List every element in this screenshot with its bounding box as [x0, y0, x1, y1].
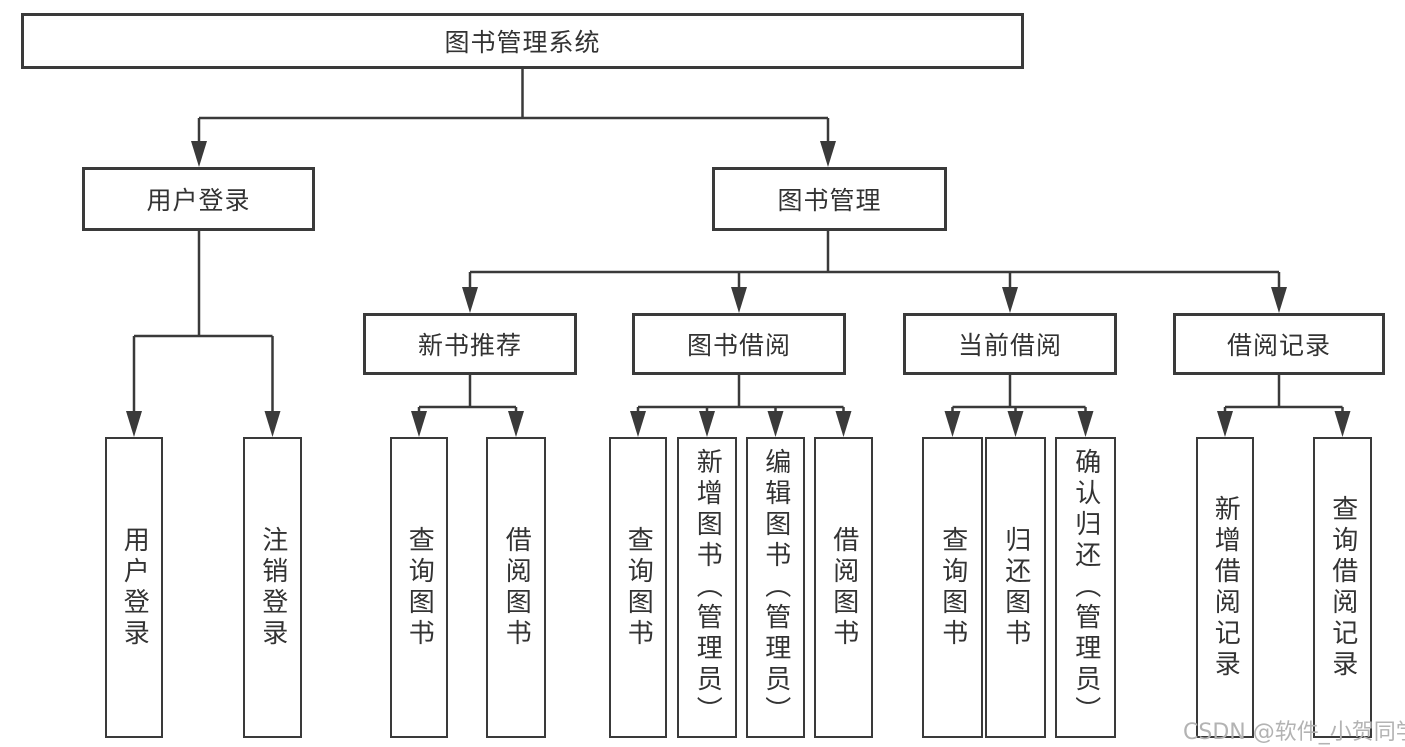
leaf-query-books-borrow: 查询图书	[609, 437, 667, 738]
arrowhead-icon	[944, 411, 961, 437]
node-label: 查询借阅记录	[1327, 494, 1358, 681]
node-label: 注销登录	[257, 525, 288, 650]
node-current-borrowing: 当前借阅	[903, 313, 1117, 375]
leaf-borrow-books: 借阅图书	[814, 437, 873, 738]
arrowhead-icon	[462, 287, 478, 313]
leaf-confirm-return-admin: 确认归还（管理员）	[1055, 437, 1116, 738]
node-label: 当前借阅	[957, 331, 1062, 360]
leaf-query-books-recommend: 查询图书	[390, 437, 448, 738]
node-user-login: 用户登录	[82, 167, 315, 231]
node-label: 用户登录	[119, 525, 150, 650]
arrowhead-icon	[820, 141, 836, 167]
node-label: 图书借阅	[686, 331, 791, 360]
leaf-user-login: 用户登录	[105, 437, 163, 738]
leaf-query-borrow-record: 查询借阅记录	[1313, 437, 1372, 738]
node-borrowing-records: 借阅记录	[1173, 313, 1385, 375]
arrowhead-icon	[264, 411, 281, 437]
node-book-borrowing: 图书借阅	[632, 313, 846, 375]
arrowhead-icon	[1077, 411, 1094, 437]
node-label: 查询图书	[623, 525, 654, 650]
leaf-query-books-current: 查询图书	[922, 437, 983, 738]
leaf-add-books-admin: 新增图书（管理员）	[677, 437, 737, 738]
arrowhead-icon	[1334, 411, 1351, 437]
arrowhead-icon	[191, 141, 207, 167]
node-label: 图书管理系统	[444, 28, 601, 57]
node-library-management-system: 图书管理系统	[21, 13, 1024, 69]
node-new-book-recommendation: 新书推荐	[363, 313, 577, 375]
leaf-borrow-books-recommend: 借阅图书	[486, 437, 546, 738]
leaf-edit-books-admin: 编辑图书（管理员）	[746, 437, 805, 738]
node-label: 查询图书	[404, 525, 435, 650]
arrowhead-icon	[630, 411, 646, 437]
csdn-watermark: CSDN @软件_小贺同学	[1183, 720, 1405, 745]
arrowhead-icon	[126, 411, 142, 437]
node-label: 用户登录	[146, 186, 251, 215]
node-book-management: 图书管理	[712, 167, 947, 231]
arrowhead-icon	[835, 411, 852, 437]
node-label: 借阅图书	[501, 525, 532, 650]
node-label: 新增借阅记录	[1210, 494, 1241, 681]
leaf-add-borrow-record: 新增借阅记录	[1196, 437, 1254, 738]
arrowhead-icon	[1271, 287, 1287, 313]
node-label: 新增图书（管理员）	[692, 448, 723, 727]
arrowhead-icon	[731, 287, 747, 313]
arrowhead-icon	[767, 411, 784, 437]
leaf-return-books: 归还图书	[985, 437, 1046, 738]
arrowhead-icon	[411, 411, 427, 437]
arrowhead-icon	[508, 411, 524, 437]
node-label: 查询图书	[937, 525, 968, 650]
arrowhead-icon	[1007, 411, 1024, 437]
arrowhead-icon	[1002, 287, 1018, 313]
node-label: 图书管理	[777, 186, 882, 215]
arrowhead-icon	[699, 411, 715, 437]
node-label: 借阅记录	[1226, 331, 1331, 360]
node-label: 新书推荐	[417, 331, 522, 360]
node-label: 确认归还（管理员）	[1070, 448, 1101, 727]
node-label: 编辑图书（管理员）	[760, 448, 791, 727]
arrowhead-icon	[1217, 411, 1233, 437]
node-label: 借阅图书	[828, 525, 859, 650]
leaf-logout: 注销登录	[243, 437, 302, 738]
node-label: 归还图书	[1000, 525, 1031, 650]
